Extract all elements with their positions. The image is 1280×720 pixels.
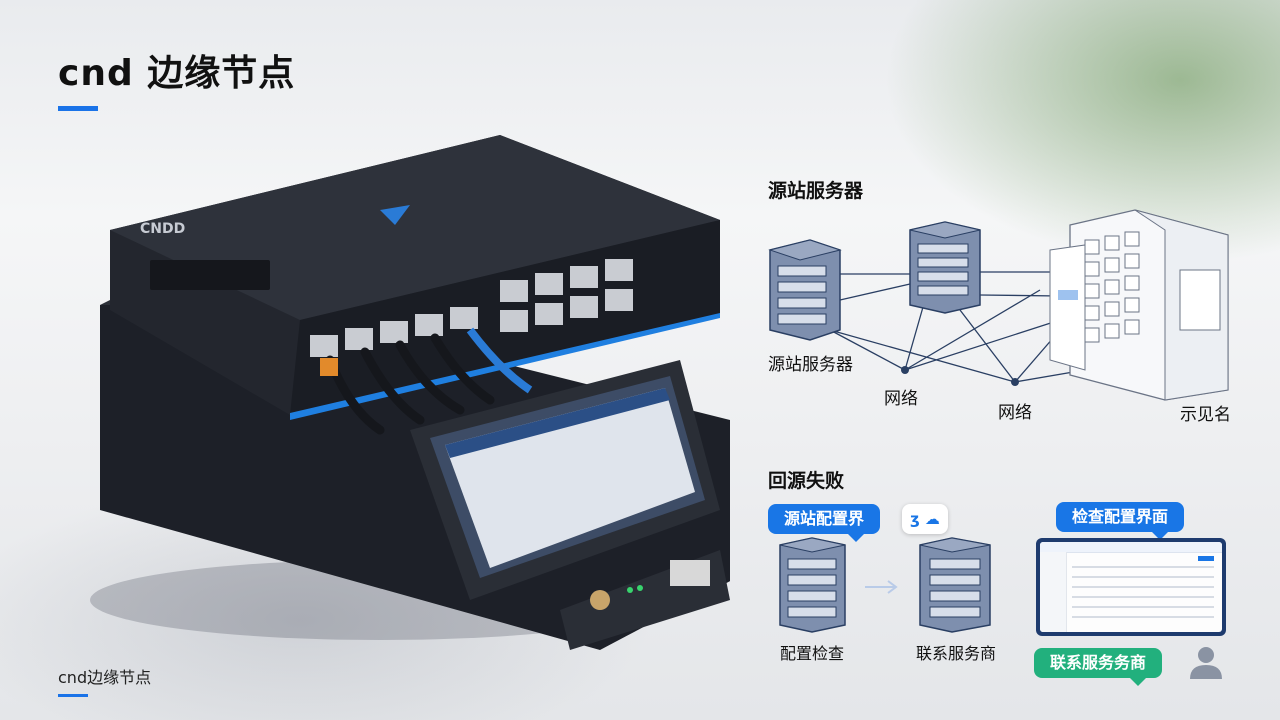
label-network-1: 网络 bbox=[884, 389, 918, 409]
rack-icon bbox=[1049, 209, 1229, 401]
edge-node-device-image: CNDD bbox=[90, 135, 730, 650]
bubble-origin-config: 源站配置界 bbox=[768, 504, 881, 542]
bottom-diagram-heading: 回源失败 bbox=[768, 470, 845, 492]
label-network-2: 网络 bbox=[998, 403, 1032, 423]
network-diagram bbox=[768, 209, 1229, 401]
footer-text: cnd边缘节点 bbox=[58, 668, 152, 687]
title-underline bbox=[58, 106, 98, 111]
server-pair bbox=[779, 537, 991, 633]
label-display: 示见名 bbox=[1180, 405, 1231, 425]
device-brand-label: CNDD bbox=[140, 221, 185, 237]
bubble-contact-provider: 联系服务务商 bbox=[1034, 648, 1163, 686]
footer-underline bbox=[58, 694, 88, 697]
monitor-icon bbox=[1036, 538, 1226, 636]
server-icon bbox=[779, 537, 846, 633]
user-icon bbox=[1190, 647, 1222, 679]
bubble-check-config: 检查配置界面 bbox=[1056, 502, 1185, 540]
server-icon bbox=[909, 221, 981, 314]
mini-status-icon: ʒ ☁ bbox=[902, 504, 948, 534]
page-title: cnd 边缘节点 bbox=[58, 53, 296, 94]
top-diagram-heading: 源站服务器 bbox=[768, 180, 864, 202]
device-logo-icon bbox=[380, 205, 410, 225]
arrow-right-icon bbox=[865, 580, 898, 594]
label-contact-provider: 联系服务商 bbox=[916, 644, 997, 663]
server-icon bbox=[919, 537, 991, 633]
label-origin-server: 源站服务器 bbox=[768, 355, 853, 375]
server-icon bbox=[768, 239, 842, 341]
label-config-check: 配置检查 bbox=[780, 644, 845, 663]
